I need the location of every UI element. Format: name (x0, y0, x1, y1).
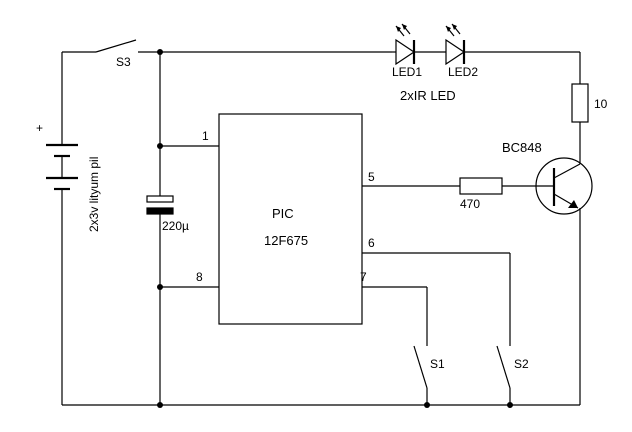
pin1-label: 1 (202, 129, 209, 143)
led1-symbol (392, 23, 446, 66)
resistor-10-label: 10 (594, 97, 608, 111)
junction-dots (157, 49, 513, 408)
pic-chip (218, 113, 363, 325)
battery-label: 2x3v lityum pil (87, 157, 101, 232)
battery-plus-sign: + (36, 121, 43, 135)
resistor-470 (459, 177, 503, 195)
led2-label: LED2 (448, 65, 478, 79)
switch-s1-label: S1 (430, 357, 445, 371)
led2-symbol (445, 23, 580, 66)
chip-name: PIC (272, 206, 294, 221)
battery-symbol (46, 52, 78, 405)
switch-s1 (413, 345, 428, 405)
resistor-470-label: 470 (460, 197, 480, 211)
transistor-label: BC848 (502, 140, 542, 155)
chip-model: 12F675 (264, 233, 308, 248)
led1-label: LED1 (392, 65, 422, 79)
switch-s3 (62, 39, 160, 53)
led-caption: 2xIR LED (400, 88, 456, 103)
capacitor-220u (146, 195, 174, 215)
switch-s2 (496, 345, 511, 405)
pin5-label: 5 (368, 170, 375, 184)
switch-s2-label: S2 (514, 357, 529, 371)
pin6-label: 6 (368, 236, 375, 250)
pin8-label: 8 (196, 270, 203, 284)
resistor-10 (571, 83, 589, 123)
capacitor-label: 220µ (162, 219, 189, 233)
switch-s3-label: S3 (116, 55, 131, 69)
pin7-label: 7 (360, 270, 367, 284)
